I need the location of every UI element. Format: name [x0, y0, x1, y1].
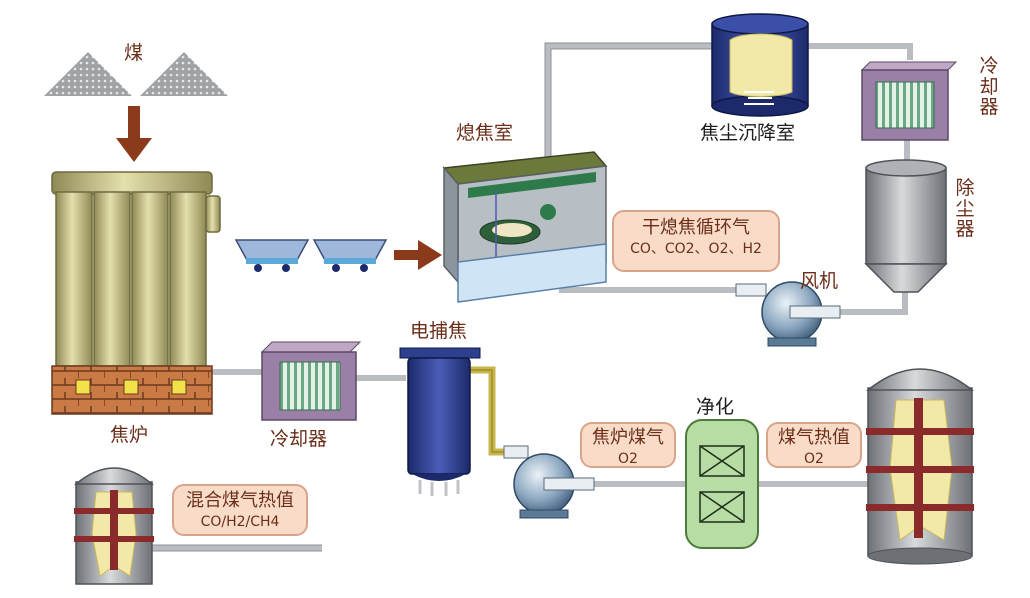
label-fan: 风机 — [800, 270, 839, 292]
carts-arrow-icon — [394, 240, 442, 270]
yellow-pipe — [468, 366, 512, 456]
callout-dry-quench-gas-title: 干熄焦循环气 — [642, 217, 750, 238]
electro-catcher — [399, 347, 481, 496]
fan-pump — [735, 281, 841, 347]
purifier — [685, 419, 759, 549]
callout-dry-quench-gas-sub: CO、CO2、O2、H2 — [630, 240, 762, 257]
label-electro-catcher: 电捕焦 — [410, 320, 468, 342]
coke-oven — [51, 171, 221, 415]
callout-mixed-gas-heat-sub: CO/H2/CH4 — [200, 513, 280, 530]
callout-gas-heat-value: 煤气热值 O2 — [766, 422, 862, 468]
coke-carts — [234, 239, 388, 272]
callout-dry-quench-gas: 干熄焦循环气 CO、CO2、O2、H2 — [612, 210, 780, 272]
top-cooler — [860, 61, 958, 141]
label-coke-oven: 焦炉 — [110, 424, 149, 446]
callout-mixed-gas-heat: 混合煤气热值 CO/H2/CH4 — [172, 484, 308, 536]
gas-tower — [865, 368, 975, 565]
quench-chamber — [442, 151, 608, 303]
callout-mixed-gas-heat-title: 混合煤气热值 — [186, 490, 294, 511]
label-bottom-cooler: 冷却器 — [270, 428, 328, 450]
callout-coke-oven-gas: 焦炉煤气 O2 — [580, 422, 676, 468]
label-dust-remover: 除尘器 — [955, 177, 975, 241]
dust-remover — [864, 159, 948, 293]
mixed-gas-tower — [73, 467, 155, 585]
callout-coke-oven-gas-sub: O2 — [618, 450, 638, 467]
coal-arrow-icon — [116, 106, 152, 162]
label-dust-settling: 焦尘沉降室 — [700, 122, 796, 144]
label-top-cooler: 冷却器 — [979, 55, 999, 119]
callout-coke-oven-gas-title: 焦炉煤气 — [592, 427, 664, 448]
callout-gas-heat-value-sub: O2 — [804, 450, 824, 467]
gas-pump — [503, 445, 595, 519]
label-quench-chamber: 熄焦室 — [456, 122, 514, 144]
coal-piles — [44, 52, 228, 96]
label-coal: 煤 — [124, 42, 144, 64]
bottom-cooler — [260, 341, 362, 421]
callout-gas-heat-value-title: 煤气热值 — [778, 427, 850, 448]
dust-settling-chamber — [711, 13, 809, 117]
label-purify: 净化 — [696, 396, 735, 418]
